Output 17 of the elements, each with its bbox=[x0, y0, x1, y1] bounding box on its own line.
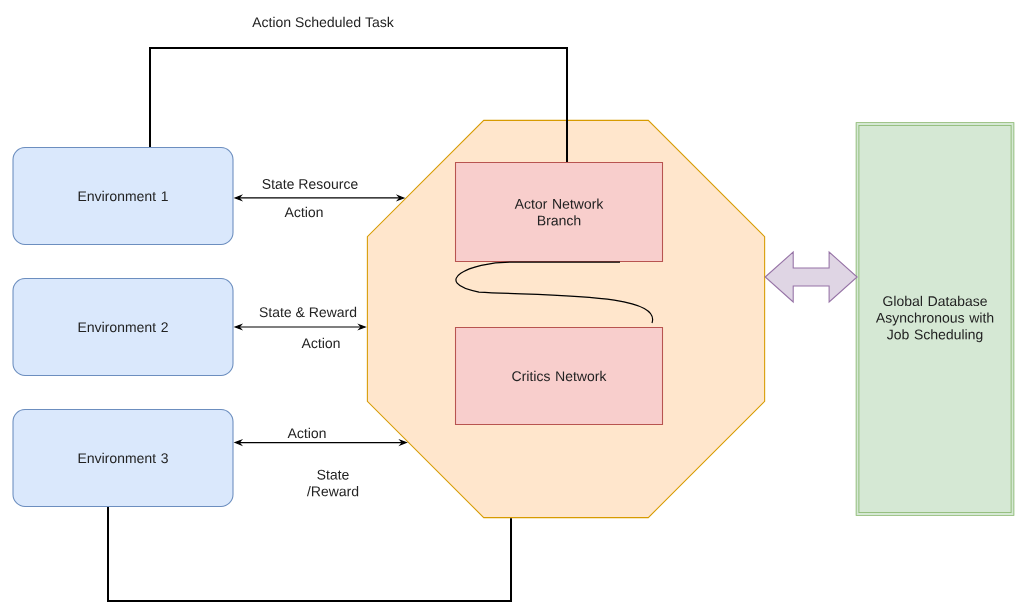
edge-label: Action Scheduled Task bbox=[250, 15, 396, 29]
environment-box: Environment 2 bbox=[12, 277, 234, 377]
edge-label: Action bbox=[286, 426, 328, 440]
edge-label: State & Reward bbox=[257, 305, 359, 319]
double-arrow bbox=[764, 250, 858, 304]
edge-label: State Resource bbox=[260, 177, 360, 191]
text-label: Action bbox=[284, 206, 323, 218]
environment-box: Environment 1 bbox=[12, 146, 234, 246]
environment-box: Environment 3 bbox=[12, 408, 234, 508]
text-label: Action bbox=[301, 337, 340, 349]
database-box: Global Database Asynchronous with Job Scheduling bbox=[855, 122, 1015, 516]
connector-line bbox=[107, 506, 512, 603]
connector-line bbox=[149, 47, 568, 163]
network-box: Actor Network Branch bbox=[454, 161, 664, 263]
connector-line bbox=[455, 261, 653, 324]
network-box: Critics Network bbox=[454, 326, 664, 426]
text-label: State /Reward bbox=[306, 469, 359, 497]
